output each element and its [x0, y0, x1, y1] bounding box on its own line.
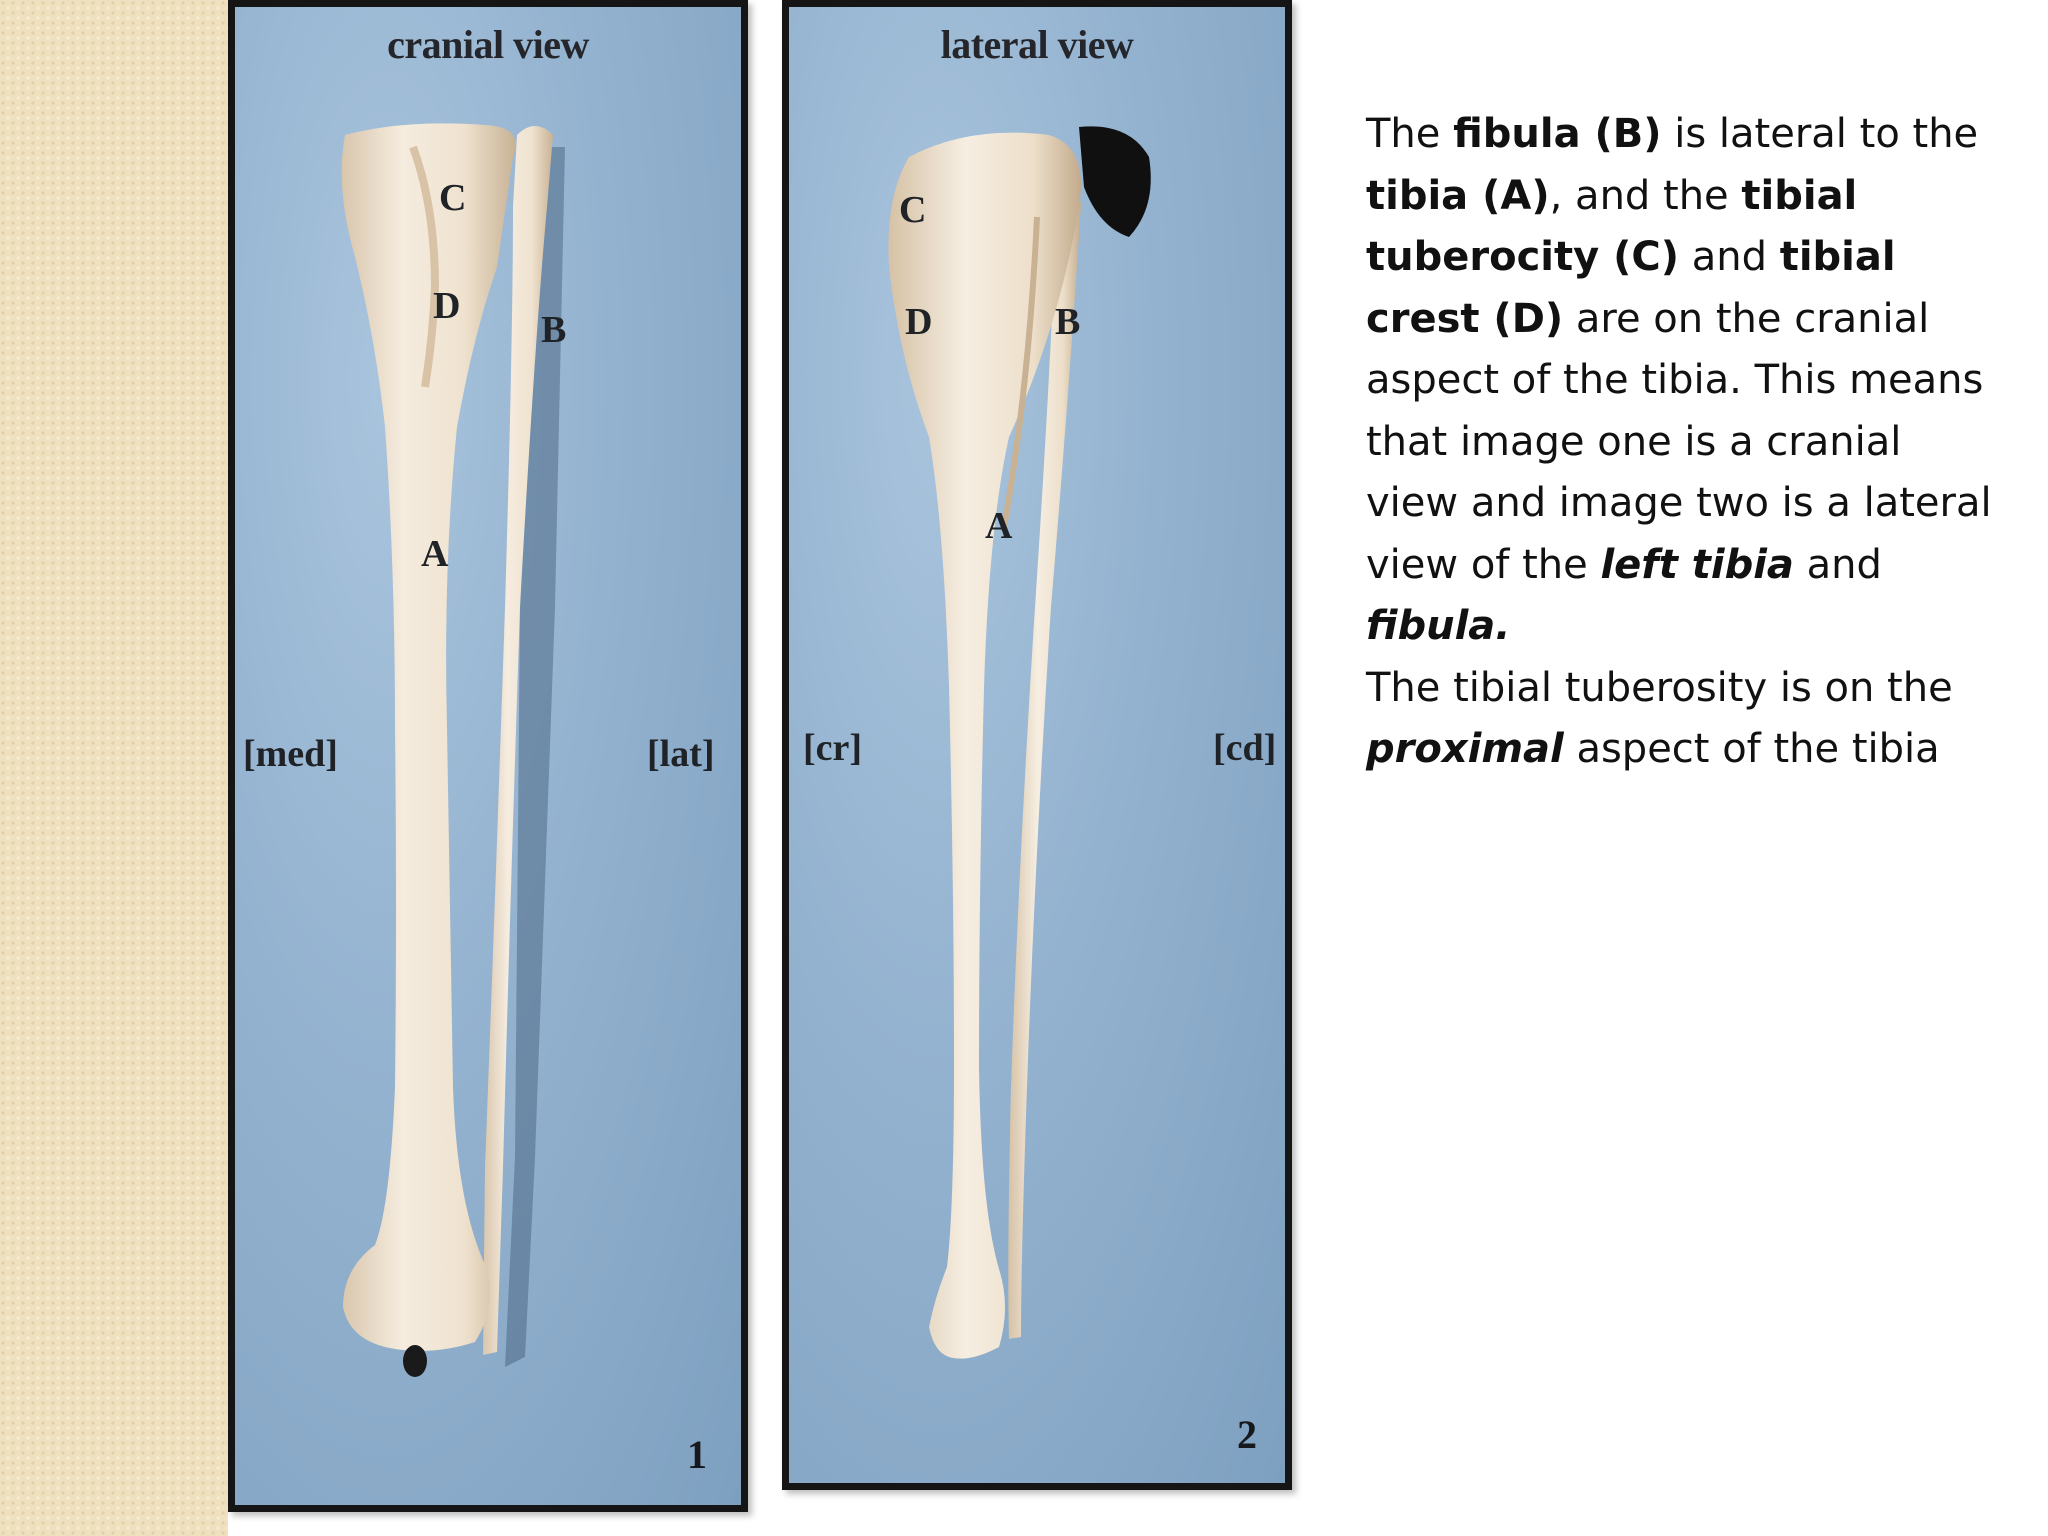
term-fibula: fibula (B) — [1453, 111, 1662, 157]
text-run: The — [1366, 111, 1454, 157]
description-paragraph-2: The tibial tuberosity is on the proximal… — [1366, 658, 2006, 781]
text-run: aspect of the tibia — [1563, 726, 1940, 772]
term-tibia: tibia (A) — [1366, 172, 1550, 219]
image-number: 1 — [687, 1432, 707, 1477]
label-a: A — [421, 533, 449, 575]
image-number: 2 — [1237, 1412, 1257, 1457]
description-text: The fibula (B) is lateral to the tibia (… — [1366, 104, 2006, 781]
label-d: D — [433, 285, 461, 327]
text-run: and — [1793, 541, 1882, 588]
term-proximal: proximal — [1366, 726, 1564, 772]
label-med: [med] — [243, 733, 338, 775]
lateral-view-photo: lateral view C D B A [cr] [cd] 2 — [782, 0, 1292, 1490]
text-run: and — [1679, 234, 1780, 280]
term-tibial-crest: tibial crest (D) — [1366, 234, 1896, 342]
label-cd: [cd] — [1213, 727, 1277, 769]
panel-title: cranial view — [387, 22, 589, 67]
term-fibula-italic: fibula. — [1366, 603, 1511, 649]
label-a: A — [985, 505, 1013, 547]
text-run: is lateral to the — [1661, 111, 1979, 157]
text-run: The tibial tuberosity is on the — [1366, 664, 1953, 711]
term-left-tibia: left tibia — [1600, 541, 1794, 588]
cranial-view-photo: cranial view C D B A [med] [lat] 1 — [228, 0, 748, 1512]
tibia-fibula-cranial-illustration — [341, 123, 565, 1377]
label-c: C — [439, 177, 467, 219]
panel-title: lateral view — [940, 22, 1134, 67]
label-cr: [cr] — [803, 727, 863, 769]
text-run: are on the cranial aspect of the tibia. … — [1366, 295, 1992, 588]
description-paragraph-1: The fibula (B) is lateral to the tibia (… — [1366, 104, 2006, 658]
decorative-side-strip — [0, 0, 228, 1536]
text-run: , and the — [1549, 172, 1742, 219]
tibia-fibula-lateral-illustration — [888, 126, 1151, 1359]
term-tibial-tuberocity: tibial tuberocity (C) — [1366, 172, 1858, 281]
label-b: B — [1055, 301, 1081, 343]
label-b: B — [541, 309, 567, 351]
label-lat: [lat] — [647, 733, 715, 775]
label-d: D — [905, 301, 933, 343]
label-c: C — [899, 189, 927, 231]
